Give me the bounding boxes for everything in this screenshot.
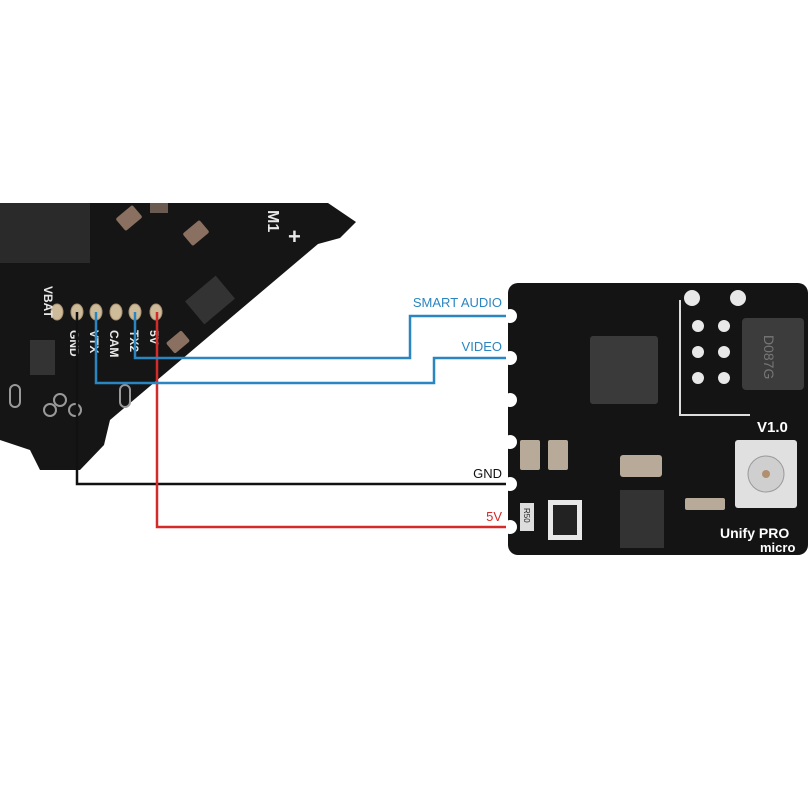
wire-5v	[155, 312, 506, 529]
motor-label: M1	[264, 210, 281, 232]
vtx-version: V1.0	[757, 419, 788, 436]
vtx-chip	[590, 336, 658, 404]
wire-gnd	[75, 312, 506, 486]
pad-label-vbat: VBAT	[41, 286, 55, 318]
vtx-name-line1: Unify PRO	[720, 525, 789, 541]
flight-controller-board: VBAT GND VTX CAM TX2 5V M1 +	[0, 203, 356, 470]
wire-smart-audio	[133, 312, 506, 360]
resistor-marking: R50	[522, 508, 531, 523]
pad-label-cam: CAM	[107, 330, 121, 357]
polarity-label: +	[288, 224, 301, 249]
vtx-name-line2: micro	[760, 540, 795, 555]
wire-label-5v: 5V	[486, 509, 502, 524]
inductor	[742, 318, 804, 390]
wires	[75, 312, 506, 529]
wire-label-smart-audio: SMART AUDIO	[413, 295, 502, 310]
pad-label-gnd: GND	[67, 330, 81, 357]
wire-video	[94, 312, 506, 385]
wire-label-gnd: GND	[473, 466, 502, 481]
pad-label-5v: 5V	[147, 330, 161, 345]
vtx-board: D087G R50 V1.0 Unify PRO micro	[503, 283, 808, 555]
pad-label-vtx: VTX	[87, 330, 101, 353]
inductor-marking: D087G	[761, 335, 777, 379]
wire-label-video: VIDEO	[462, 339, 502, 354]
